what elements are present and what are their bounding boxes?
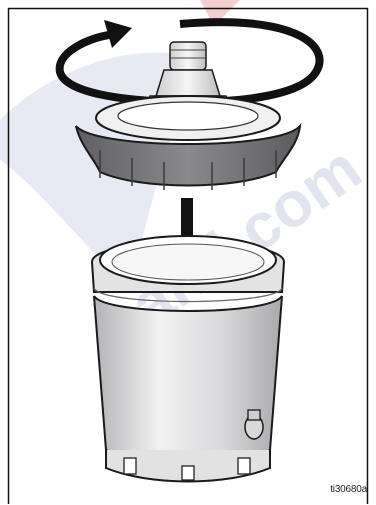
figure-id-label: ti30680a bbox=[330, 484, 367, 495]
paint-cup bbox=[90, 235, 286, 483]
cup-cap bbox=[75, 95, 302, 190]
